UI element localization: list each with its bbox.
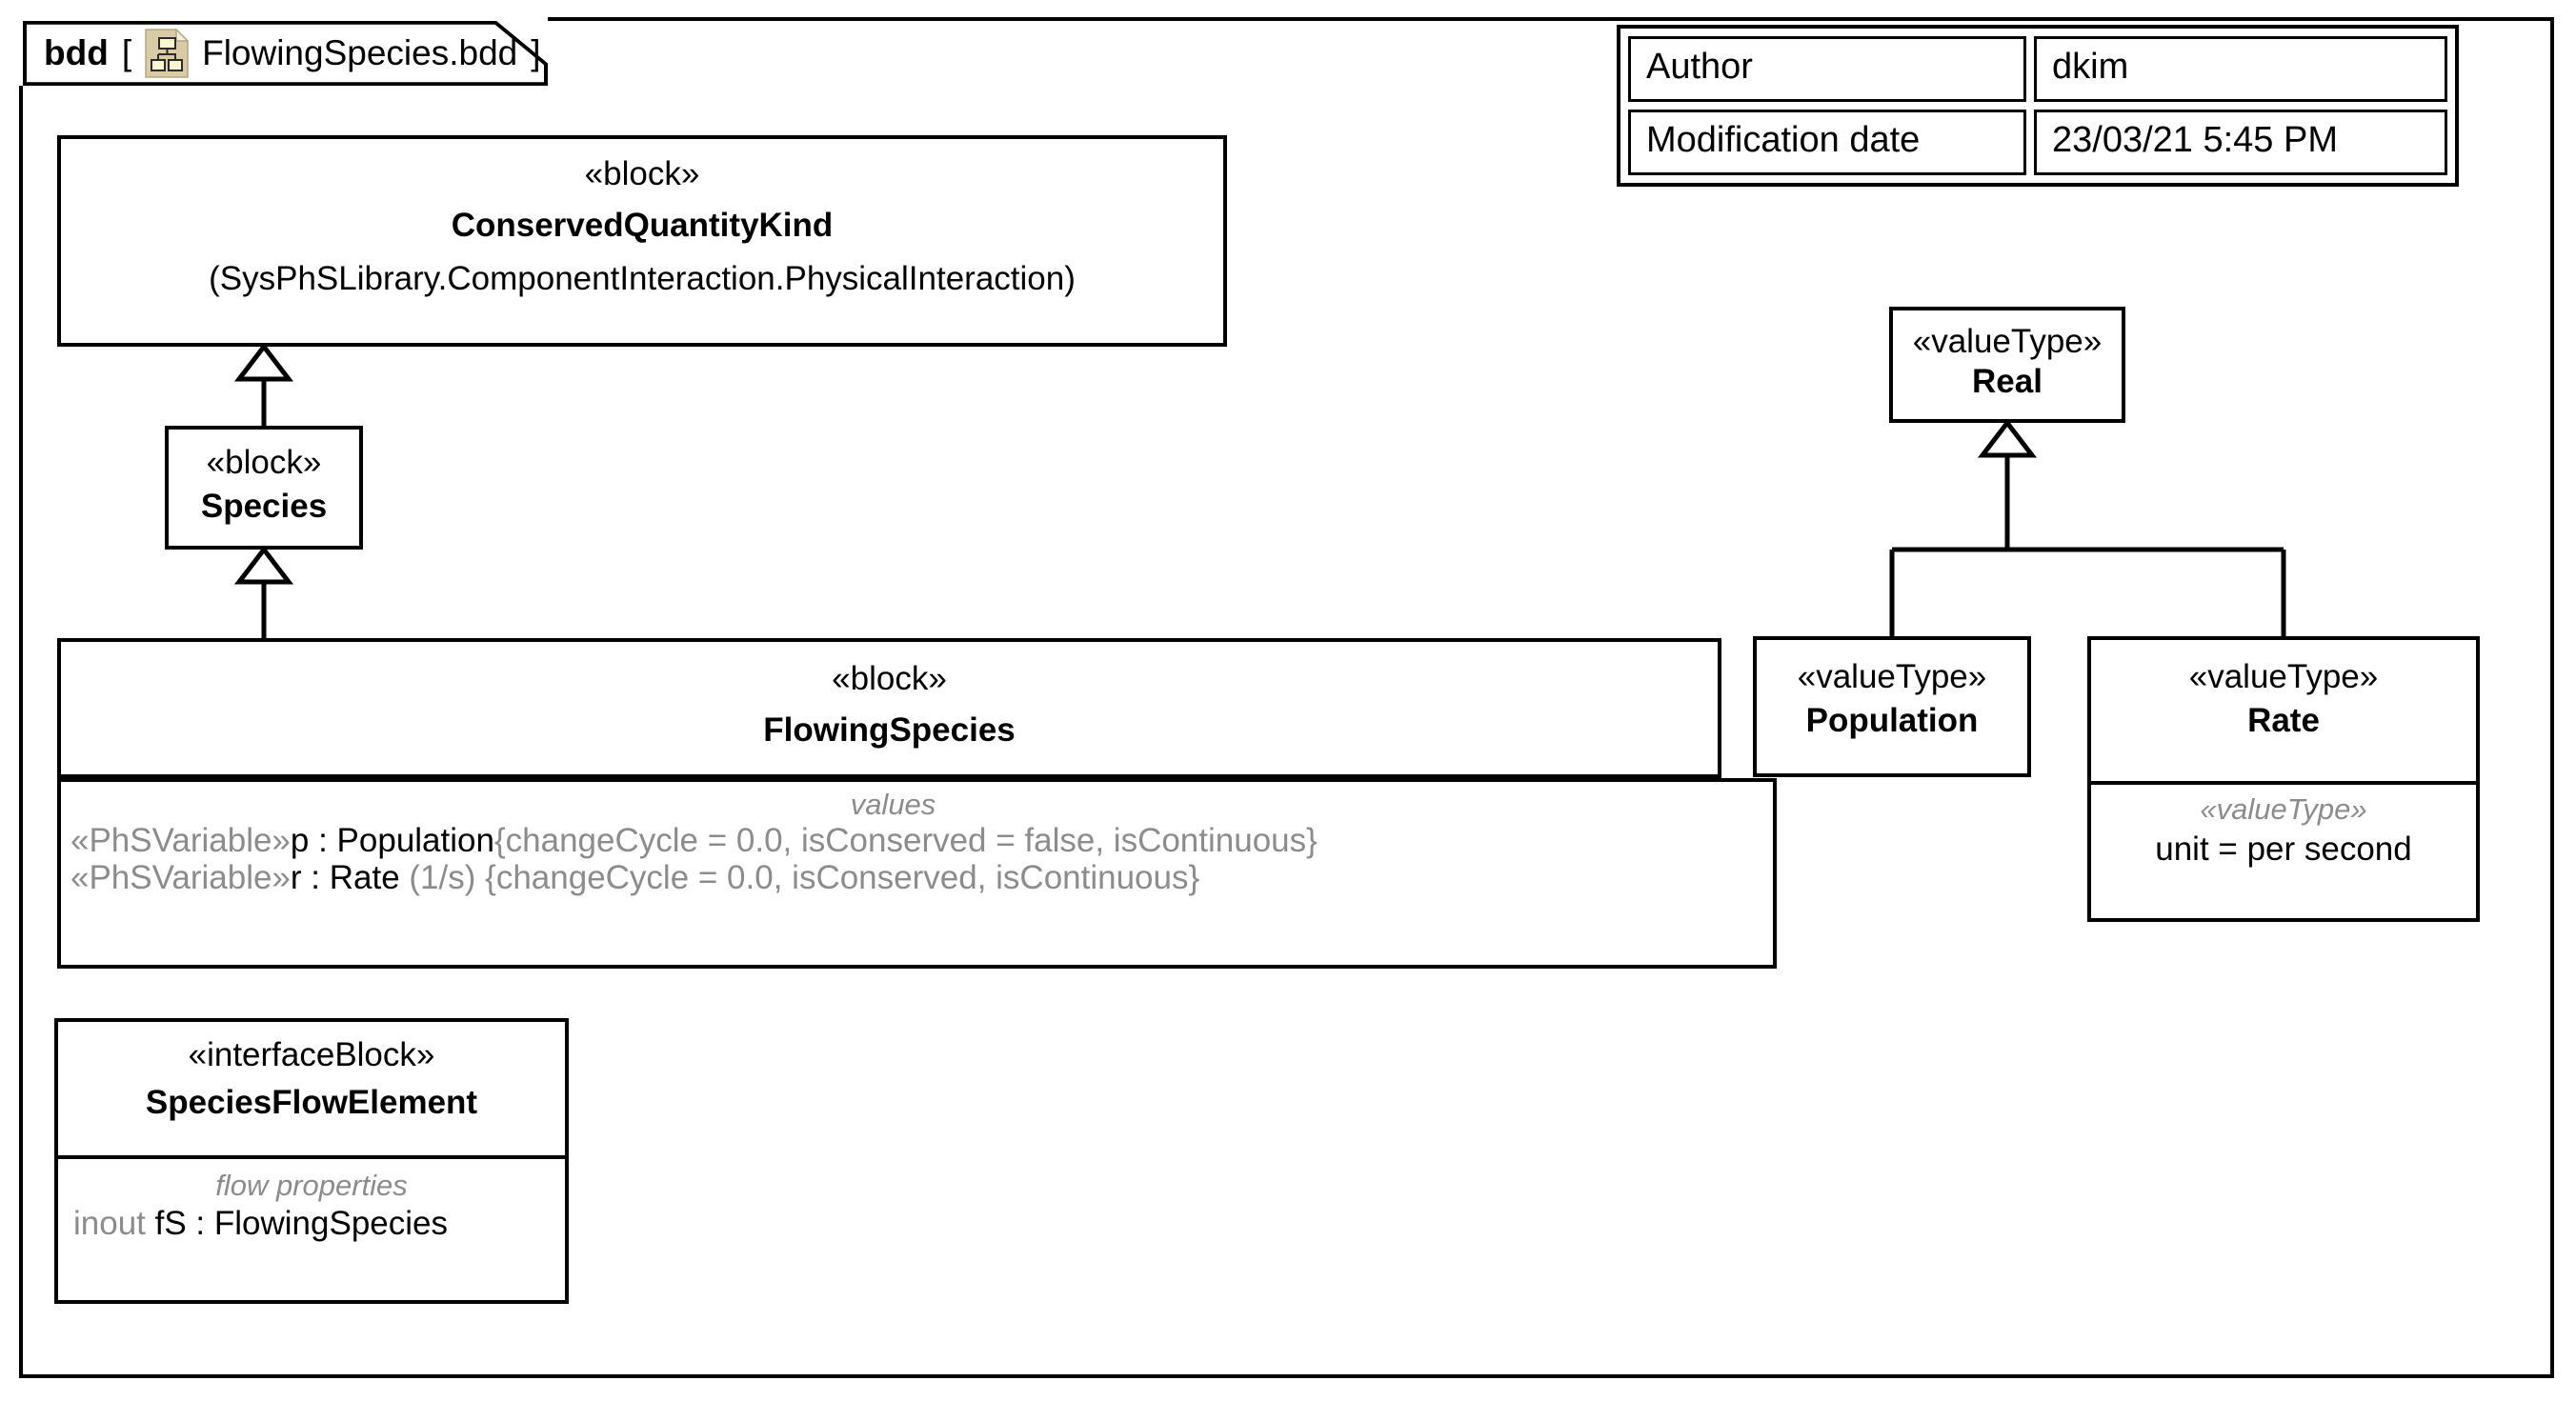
block-real[interactable]: «valueType» Real: [1889, 307, 2125, 423]
block-species-name: Species: [200, 487, 328, 525]
metadata-table: Author dkim Modification date 23/03/21 5…: [1617, 25, 2459, 187]
block-conservedquantitykind-qualified-name: (SysPhSLibrary.ComponentInteraction.Phys…: [209, 260, 1076, 298]
value-property-r-stereotype: «PhSVariable»: [70, 858, 291, 896]
block-population-stereotype: «valueType»: [1797, 658, 1987, 695]
value-property-r-constraints: {changeCycle = 0.0, isConserved, isConti…: [485, 858, 1200, 896]
block-rate-header: «valueType» Rate: [2091, 640, 2476, 781]
bracket-open: [: [121, 33, 132, 72]
bracket-close: ]: [531, 33, 541, 72]
block-species-stereotype: «block»: [206, 444, 322, 481]
block-population[interactable]: «valueType» Population: [1753, 636, 2031, 777]
block-speciesflowelement-stereotype: «interfaceBlock»: [188, 1036, 435, 1073]
block-speciesflowelement-header: «interfaceBlock» SpeciesFlowElement: [58, 1022, 565, 1155]
block-speciesflowelement-name: SpeciesFlowElement: [145, 1083, 478, 1121]
value-property-r-declaration: r : Rate: [290, 858, 400, 896]
block-rate-name: Rate: [2247, 701, 2320, 739]
metadata-key-modification-date: Modification date: [1628, 110, 2026, 175]
value-property-r: «PhSVariable»r : Rate (1/s) {changeCycle…: [61, 859, 1773, 896]
value-property-r-unit: (1/s): [409, 858, 476, 896]
flow-property-fs-declaration: fS : FlowingSpecies: [154, 1204, 449, 1242]
block-flowingspecies-values-inner: values «PhSVariable»p : Population{chang…: [61, 782, 1773, 896]
value-property-p-constraints: {changeCycle = 0.0, isConserved = false,…: [493, 821, 1318, 859]
rate-compartment-title: «valueType»: [2200, 792, 2367, 826]
rate-unit-property: unit = per second: [2155, 830, 2412, 868]
metadata-key-author: Author: [1628, 36, 2026, 102]
flow-properties-compartment-title: flow properties: [215, 1169, 408, 1202]
metadata-value-modification-date: 23/03/21 5:45 PM: [2034, 110, 2447, 175]
diagram-name-label: FlowingSpecies.bdd: [202, 33, 518, 72]
block-population-header: «valueType» Population: [1757, 640, 2027, 739]
metadata-row-author: Author dkim: [1628, 36, 2447, 102]
bdd-document-icon: [145, 28, 190, 78]
block-conservedquantitykind-header: «block» ConservedQuantityKind (SysPhSLib…: [61, 139, 1223, 298]
block-rate-properties-compartment: «valueType» unit = per second: [2091, 781, 2476, 868]
block-real-stereotype: «valueType»: [1912, 323, 2103, 360]
block-speciesflowelement-flow-compartment: flow properties inout fS : FlowingSpecie…: [58, 1155, 565, 1242]
block-rate[interactable]: «valueType» Rate «valueType» unit = per …: [2087, 636, 2480, 922]
block-real-name: Real: [1972, 362, 2043, 400]
block-species[interactable]: «block» Species: [165, 426, 363, 550]
block-population-name: Population: [1805, 701, 1979, 739]
block-flowingspecies-stereotype: «block»: [832, 660, 947, 697]
block-real-header: «valueType» Real: [1893, 310, 2122, 400]
flow-property-fs: inout fS : FlowingSpecies: [66, 1205, 557, 1242]
block-flowingspecies-values-compartment[interactable]: values «PhSVariable»p : Population{chang…: [57, 778, 1777, 969]
diagram-kind-label: bdd: [44, 33, 109, 72]
block-flowingspecies-name: FlowingSpecies: [763, 711, 1016, 749]
block-speciesflowelement[interactable]: «interfaceBlock» SpeciesFlowElement flow…: [54, 1018, 569, 1304]
value-property-p: «PhSVariable»p : Population{changeCycle …: [61, 822, 1773, 859]
block-conservedquantitykind-name: ConservedQuantityKind: [451, 206, 834, 244]
value-property-p-declaration: p : Population: [290, 821, 494, 859]
metadata-value-author: dkim: [2034, 36, 2447, 102]
block-conservedquantitykind-stereotype: «block»: [584, 155, 700, 192]
block-rate-stereotype: «valueType»: [2188, 658, 2379, 695]
block-species-header: «block» Species: [169, 430, 359, 525]
flow-property-fs-direction: inout: [73, 1204, 146, 1242]
metadata-row-modification-date: Modification date 23/03/21 5:45 PM: [1628, 110, 2447, 175]
block-flowingspecies-header: «block» FlowingSpecies: [61, 642, 1718, 749]
diagram-header-tab: bdd [ FlowingSpecies.bdd ]: [19, 17, 548, 86]
values-compartment-title: values: [850, 788, 936, 821]
value-property-p-stereotype: «PhSVariable»: [70, 821, 291, 859]
block-flowingspecies-header-box[interactable]: «block» FlowingSpecies: [57, 638, 1721, 778]
block-conservedquantitykind[interactable]: «block» ConservedQuantityKind (SysPhSLib…: [57, 135, 1227, 347]
